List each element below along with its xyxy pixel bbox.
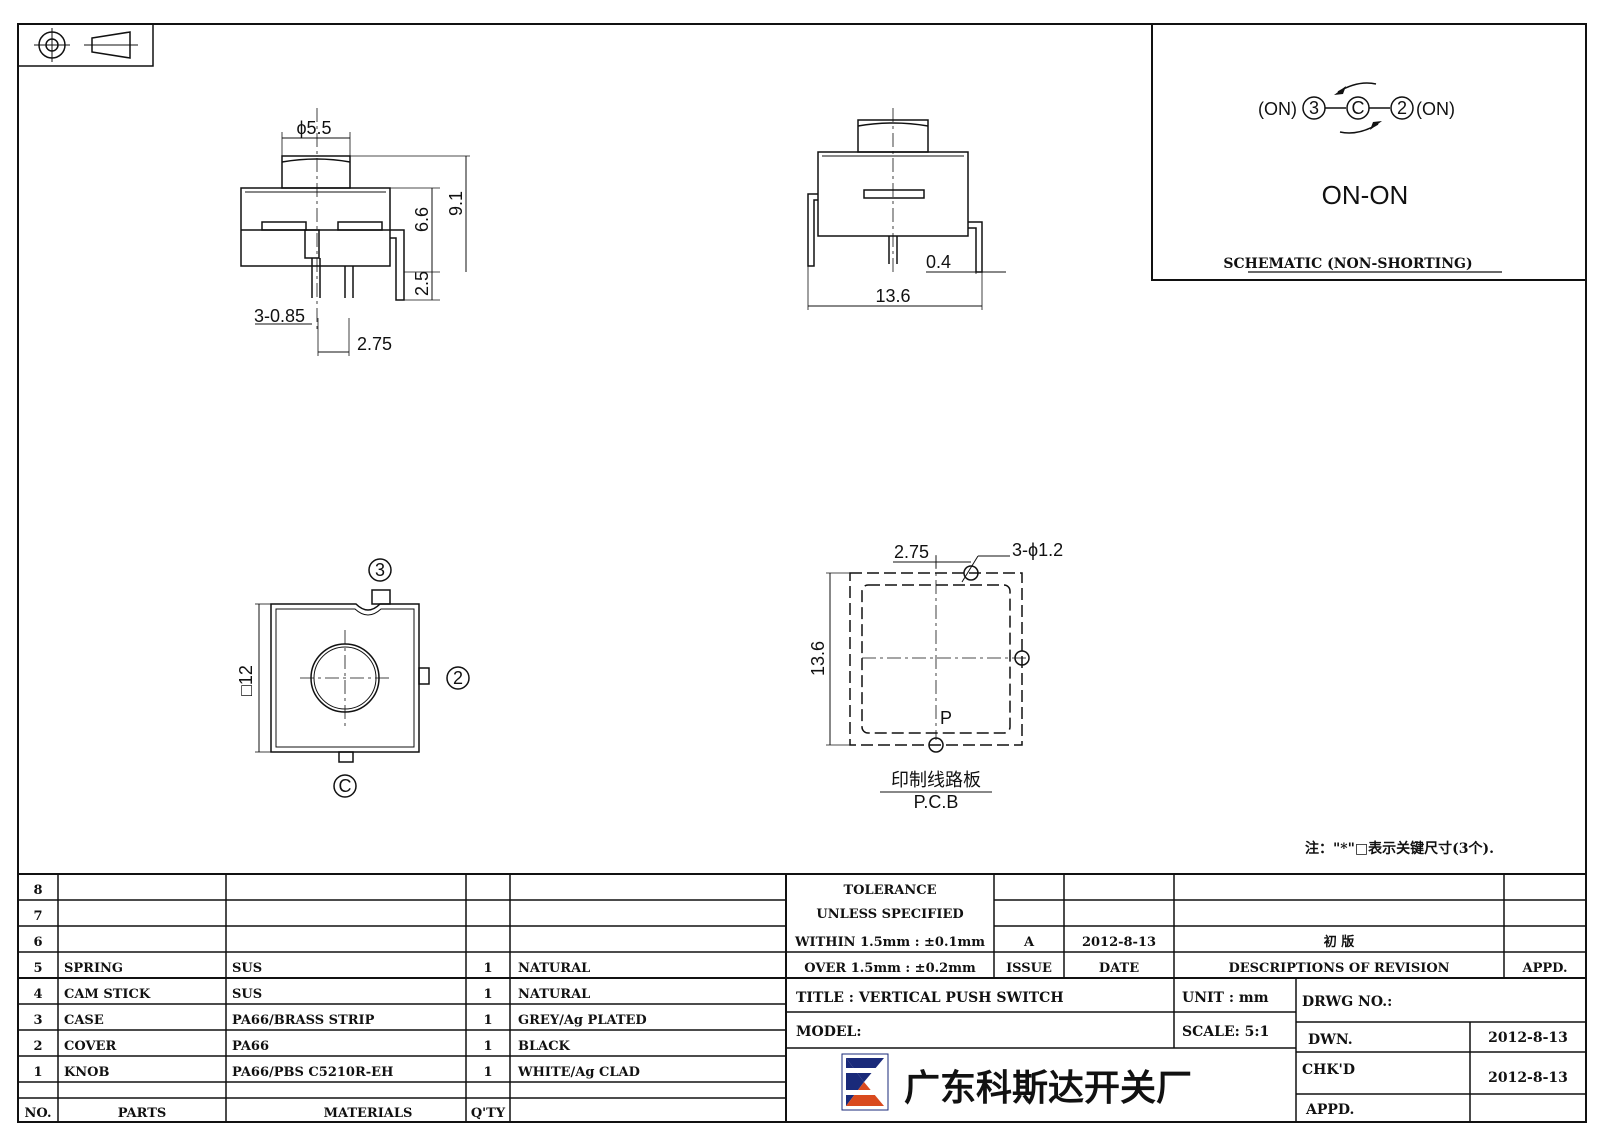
bom-cell-qty: 1: [483, 961, 492, 976]
table-grid: [18, 873, 1586, 1122]
top-pin-3: 3: [375, 560, 385, 580]
sheet-frame: [17, 23, 1587, 1123]
side-view: [807, 108, 1006, 310]
bom-cell-finish: NATURAL: [518, 987, 590, 1002]
dwn-date: 2012-8-13: [1488, 1030, 1568, 1046]
bom-header-no: NO.: [25, 1106, 52, 1121]
appd-label: APPD.: [1305, 1102, 1354, 1118]
bom-cell-qty: 1: [483, 987, 492, 1002]
revision-issue-header: ISSUE: [1006, 961, 1052, 976]
chk-date: 2012-8-13: [1488, 1070, 1568, 1086]
schematic-pin-c: C: [1352, 98, 1365, 118]
revision-date-header: DATE: [1099, 961, 1139, 976]
bom-cell-part: COVER: [64, 1039, 116, 1054]
dim-height-body: 6.6: [412, 207, 432, 232]
pcb-caption-cn: 印制线路板: [891, 770, 981, 790]
bom-cell-material: PA66: [232, 1039, 269, 1054]
bom-header-qty: Q'TY: [471, 1106, 506, 1121]
projection-symbol-icon: [17, 23, 154, 67]
schematic-caption: SCHEMATIC (NON-SHORTING): [1223, 256, 1472, 272]
pcb-p-mark: P: [940, 708, 952, 728]
pcb-pitch: 2.75: [894, 542, 929, 562]
bom-cell-finish: NATURAL: [518, 961, 590, 976]
note-text: 注："*"□表示关键尺寸(3个).: [1305, 840, 1494, 857]
bom-header-materials: MATERIALS: [324, 1106, 413, 1121]
bom-cell-material: PA66/BRASS STRIP: [232, 1013, 375, 1028]
pcb-size: 13.6: [808, 641, 828, 676]
top-pin-2: 2: [453, 668, 463, 688]
title-text: TITLE : VERTICAL PUSH SWITCH: [796, 990, 1064, 1006]
bom-cell-part: CASE: [64, 1013, 104, 1028]
bom-cell-material: SUS: [232, 987, 262, 1002]
tolerance-within: WITHIN 1.5mm : ±0.1mm: [794, 935, 985, 950]
schematic-panel: (ON) 3 C 2 (ON) ON-ON SCHEMATIC (NON-SHO…: [1151, 24, 1586, 281]
dwn-label: DWN.: [1308, 1032, 1353, 1048]
bom-cell-no: 2: [33, 1039, 42, 1054]
scale-text: SCALE: 5:1: [1182, 1024, 1269, 1040]
bom-header-parts: PARTS: [118, 1106, 167, 1121]
top-view: [255, 558, 470, 798]
bom-cell-part: SPRING: [64, 961, 123, 976]
bom-cell-qty: 1: [483, 1065, 492, 1080]
bom-cell-no: 4: [33, 987, 42, 1002]
bom-cell-part: CAM STICK: [64, 987, 151, 1002]
bom-cell-material: PA66/PBS C5210R-EH: [232, 1065, 393, 1080]
drwg-no-label: DRWG NO.:: [1302, 994, 1392, 1010]
schematic-pin-3: 3: [1309, 98, 1319, 118]
model-label: MODEL:: [796, 1024, 862, 1040]
dim-knob-diameter: ϕ5.5: [296, 118, 331, 138]
top-pin-c: C: [339, 776, 352, 796]
bom-cell-part: KNOB: [64, 1065, 110, 1080]
dim-body-size: □12: [236, 665, 256, 696]
dim-side-width: 13.6: [875, 286, 910, 306]
bom-cell-no: 3: [33, 1013, 42, 1028]
revision-desc: 初 版: [1324, 934, 1355, 950]
dim-lead-thickness: 0.4: [926, 252, 951, 272]
bom-cell-no: 7: [33, 909, 42, 924]
bom-cell-qty: 1: [483, 1013, 492, 1028]
chkd-label: CHK'D: [1302, 1062, 1355, 1078]
tolerance-over: OVER 1.5mm : ±0.2mm: [804, 961, 976, 976]
revision-appd-header: APPD.: [1522, 961, 1568, 976]
bom-cell-finish: WHITE/Ag CLAD: [517, 1065, 640, 1080]
company-name: 广东科斯达开关厂: [904, 1068, 1192, 1109]
pcb-view: [826, 555, 1030, 793]
schematic-pin-2: 2: [1397, 98, 1407, 118]
schematic-left-label: (ON): [1258, 99, 1297, 119]
bom-cell-material: SUS: [232, 961, 262, 976]
tolerance-title: TOLERANCE: [843, 883, 936, 898]
revision-date: 2012-8-13: [1082, 935, 1156, 950]
bom-cell-finish: BLACK: [518, 1039, 571, 1054]
schematic-right-label: (ON): [1416, 99, 1455, 119]
bom-cell-qty: 1: [483, 1039, 492, 1054]
bom-cell-no: 5: [33, 961, 42, 976]
revision-desc-header: DESCRIPTIONS OF REVISION: [1228, 961, 1449, 976]
schematic-mode: ON-ON: [1322, 180, 1409, 210]
dim-pin-pitch: 2.75: [357, 334, 392, 354]
bom-cell-no: 1: [33, 1065, 42, 1080]
bom-cell-finish: GREY/Ag PLATED: [518, 1013, 647, 1028]
bom-cell-no: 8: [33, 883, 42, 898]
front-view: [240, 108, 470, 356]
tolerance-subtitle: UNLESS SPECIFIED: [816, 907, 963, 922]
dim-pin-length: 2.5: [412, 271, 432, 296]
pcb-caption-en: P.C.B: [914, 792, 959, 812]
dim-height-total: 9.1: [446, 191, 466, 216]
pcb-hole: 3-ϕ1.2: [1012, 540, 1063, 560]
revision-issue: A: [1023, 935, 1035, 950]
company-logo-icon: [841, 1053, 889, 1111]
unit-text: UNIT : mm: [1182, 990, 1269, 1006]
bom-cell-no: 6: [33, 935, 42, 950]
dim-pin-diameter: 3-0.85: [254, 306, 305, 326]
